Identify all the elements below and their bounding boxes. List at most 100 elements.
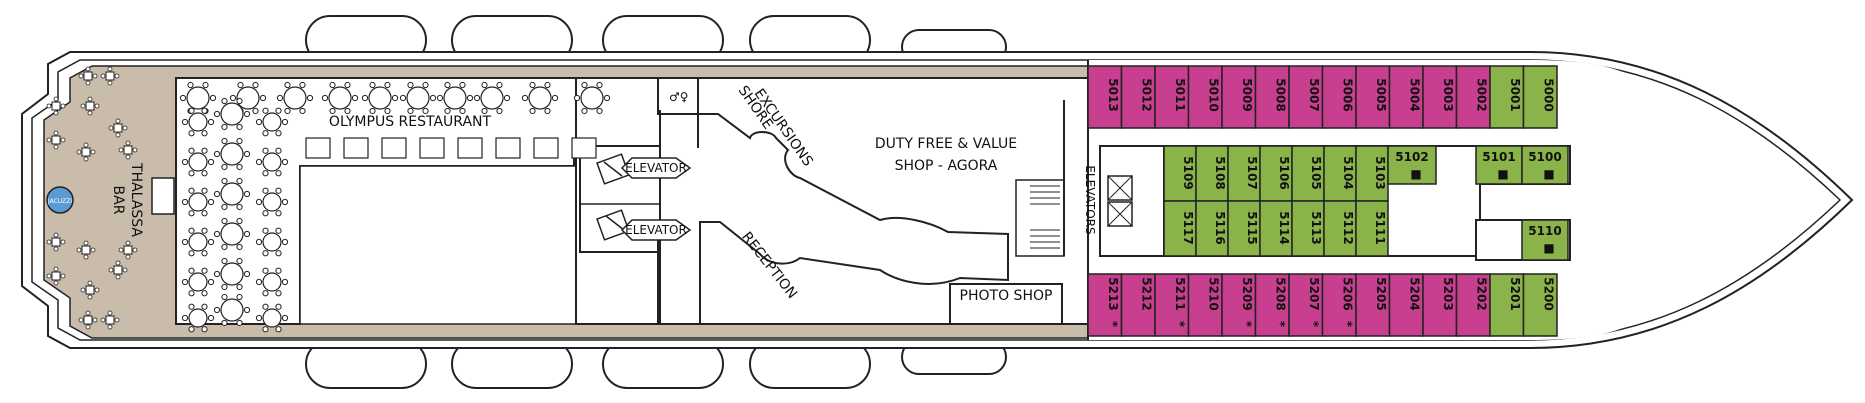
bar-stool bbox=[85, 324, 91, 330]
cabin-5100[interactable] bbox=[1521, 145, 1569, 185]
bar-stool bbox=[92, 73, 98, 79]
cabin-5009[interactable] bbox=[1221, 65, 1257, 129]
chair bbox=[221, 293, 228, 301]
cabin-5008[interactable] bbox=[1254, 65, 1290, 129]
cabin-5010[interactable] bbox=[1187, 65, 1223, 129]
cabin-number: 5206 bbox=[1340, 277, 1354, 310]
chair bbox=[596, 107, 603, 115]
bar-stool bbox=[46, 137, 52, 143]
chair bbox=[213, 306, 221, 314]
elevator-label: ELEVATOR bbox=[625, 161, 687, 175]
table bbox=[262, 152, 282, 172]
table bbox=[236, 86, 260, 110]
cabin-number: 5100 bbox=[1528, 150, 1561, 164]
chair bbox=[221, 283, 228, 291]
chair bbox=[202, 81, 209, 89]
cabin-5110[interactable] bbox=[1521, 219, 1569, 261]
cabin-5106[interactable] bbox=[1259, 145, 1293, 202]
bar-stool bbox=[100, 73, 106, 79]
cabin-5000[interactable] bbox=[1522, 65, 1558, 129]
table bbox=[188, 272, 208, 292]
cabin-5212[interactable] bbox=[1120, 273, 1156, 337]
chair bbox=[275, 170, 282, 177]
cabin-5007[interactable] bbox=[1288, 65, 1324, 129]
cabin-number: 5102 bbox=[1395, 150, 1428, 164]
bar-stool bbox=[87, 294, 93, 300]
cabin-5006[interactable] bbox=[1321, 65, 1357, 129]
cabin-5004[interactable] bbox=[1388, 65, 1424, 129]
star-marker: * bbox=[1340, 321, 1354, 328]
cabin-number: 5001 bbox=[1508, 78, 1522, 111]
cabin-5103[interactable] bbox=[1355, 145, 1389, 202]
cabin-5105[interactable] bbox=[1291, 145, 1325, 202]
cabin-5005[interactable] bbox=[1355, 65, 1391, 129]
chair bbox=[207, 198, 215, 206]
cabin-number: 5115 bbox=[1245, 211, 1259, 244]
cabin-5203[interactable] bbox=[1422, 273, 1458, 337]
chair bbox=[188, 267, 195, 274]
cabin-number: 5101 bbox=[1482, 150, 1515, 164]
table bbox=[220, 262, 244, 286]
chair bbox=[207, 314, 215, 322]
chair bbox=[275, 267, 282, 274]
bar-stool bbox=[107, 80, 113, 86]
cabin-5204[interactable] bbox=[1388, 273, 1424, 337]
photo-shop-room bbox=[949, 283, 1063, 325]
cabin-number: 5012 bbox=[1139, 78, 1153, 111]
cabin-5207[interactable] bbox=[1288, 273, 1324, 337]
chair bbox=[221, 163, 228, 171]
chair bbox=[306, 94, 314, 102]
cabin-number: 5210 bbox=[1206, 277, 1220, 310]
chair bbox=[262, 250, 269, 257]
bar-table bbox=[85, 285, 95, 295]
chair bbox=[213, 110, 221, 118]
table bbox=[480, 86, 504, 110]
chair bbox=[275, 290, 282, 297]
cabin-5213[interactable] bbox=[1087, 273, 1123, 337]
elevator-marker bbox=[620, 157, 692, 179]
cabin-5012[interactable] bbox=[1120, 65, 1156, 129]
cabin-5205[interactable] bbox=[1355, 273, 1391, 337]
chair bbox=[213, 150, 221, 158]
elevator-marker bbox=[620, 219, 692, 241]
table bbox=[220, 182, 244, 206]
cabin-number: 5114 bbox=[1277, 211, 1291, 244]
cabin-number: 5213 bbox=[1106, 277, 1120, 310]
chair bbox=[188, 107, 195, 114]
chair bbox=[473, 94, 481, 102]
bar-stool bbox=[60, 137, 66, 143]
chair bbox=[221, 97, 228, 105]
cabin-5210[interactable] bbox=[1187, 273, 1223, 337]
bar-tables bbox=[46, 66, 138, 330]
star-marker: * bbox=[1240, 321, 1254, 328]
bar-stool bbox=[122, 267, 128, 273]
cabin-5211[interactable] bbox=[1154, 273, 1190, 337]
cabin-number: 5117 bbox=[1181, 211, 1195, 244]
cabin-number: 5009 bbox=[1240, 78, 1254, 111]
cabin-5111[interactable] bbox=[1355, 200, 1389, 257]
cabin-5200[interactable] bbox=[1522, 273, 1558, 337]
chair bbox=[243, 110, 251, 118]
chair bbox=[281, 238, 289, 246]
bar-stool bbox=[76, 247, 82, 253]
chair bbox=[213, 270, 221, 278]
cabin-5001[interactable] bbox=[1489, 65, 1525, 129]
cabin-5013[interactable] bbox=[1087, 65, 1123, 129]
cabin-5011[interactable] bbox=[1154, 65, 1190, 129]
cabin-5114[interactable] bbox=[1259, 200, 1293, 257]
bar-stool bbox=[94, 287, 100, 293]
cabin-5102[interactable] bbox=[1387, 145, 1437, 185]
cabin-5209[interactable] bbox=[1221, 273, 1257, 337]
table bbox=[443, 86, 467, 110]
cabin-5003[interactable] bbox=[1422, 65, 1458, 129]
cabin-number: 5003 bbox=[1441, 78, 1455, 111]
cabin-5116[interactable] bbox=[1195, 200, 1229, 257]
star-marker: * bbox=[1106, 321, 1120, 328]
chair bbox=[201, 227, 208, 234]
chair bbox=[243, 306, 251, 314]
chair bbox=[201, 107, 208, 114]
bar-stool bbox=[115, 132, 121, 138]
bar-counter bbox=[151, 177, 175, 215]
bar-label-line1: THALASSA bbox=[128, 162, 144, 237]
cabin-number: 5011 bbox=[1173, 78, 1187, 111]
